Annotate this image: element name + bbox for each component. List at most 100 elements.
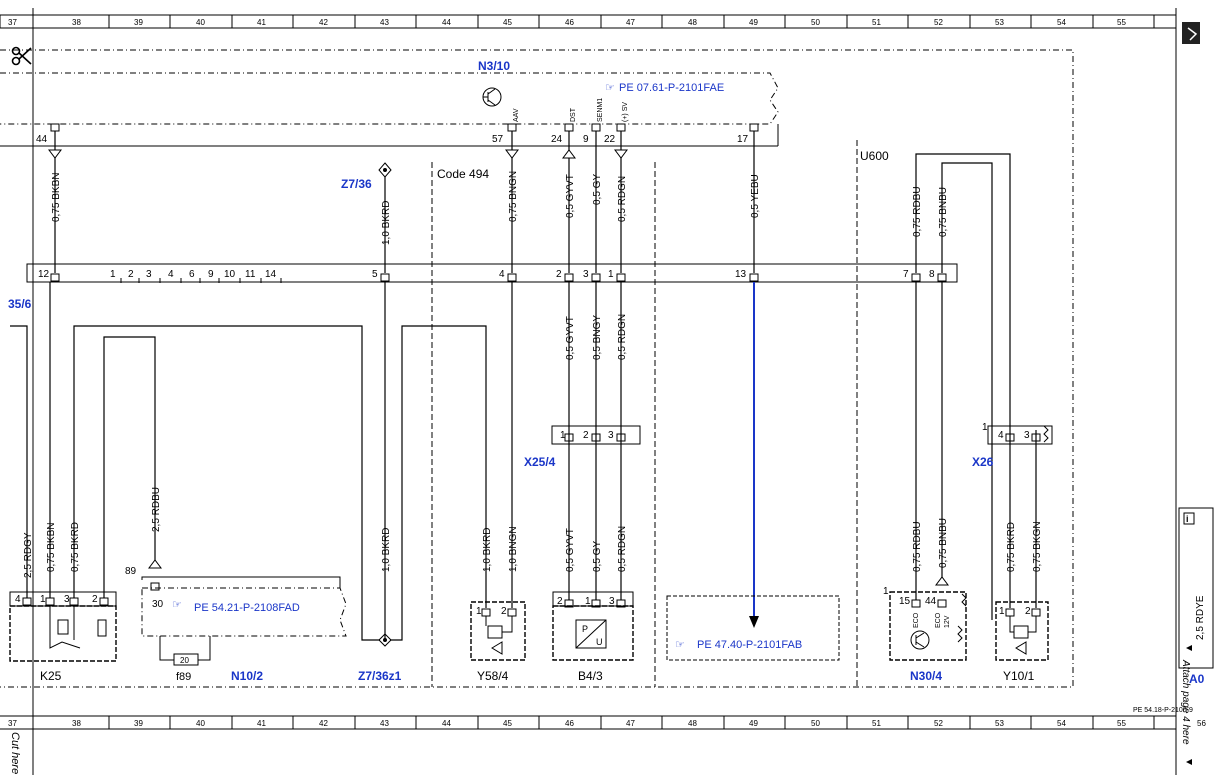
wire-0-5-yebu: 0,5 YEBU	[750, 174, 761, 218]
grid-col-46-bottom: 46	[565, 719, 574, 728]
n3-10-reference[interactable]: PE 07.61-P-2101FAE	[619, 82, 724, 94]
wire-lower-0-75-bkrd-y10: 0,75 BKRD	[1006, 522, 1017, 572]
grid-col-56-bottom: 56	[1197, 719, 1206, 728]
wire-lower-0-75-bkgn: 0,75 BKGN	[1032, 521, 1043, 572]
signal-dst: DST	[570, 107, 577, 122]
n30-4-label: N30/4	[910, 669, 942, 683]
hand-pointer-icon: ☞	[605, 82, 615, 94]
grid-col-51: 51	[872, 18, 881, 27]
grid-col-44-bottom: 44	[442, 719, 451, 728]
x25-4-pin-2: 2	[583, 430, 589, 441]
pin-17: 17	[737, 134, 749, 145]
k25-pin-1: 1	[40, 594, 46, 605]
grid-col-43-bottom: 43	[380, 719, 389, 728]
arrow-up-icon	[148, 559, 162, 569]
signal-aav: AAV	[513, 108, 520, 122]
n10-2-reference[interactable]: PE 54.21-P-2108FAD	[194, 602, 300, 614]
n3-10-label: N3/10	[478, 59, 510, 73]
spare-pin-1: 1	[110, 269, 116, 280]
mid-pin-2: 2	[556, 269, 562, 280]
mid-connector-bar: 12 5 4 2 3 1 13 7 8 1 2 3 4 6 9 10 11 14	[26, 263, 958, 283]
y10-1-pin-2: 2	[1025, 606, 1031, 617]
n30-4-signal-eco-2: ECO	[935, 612, 942, 628]
wire-lower-0-75-rdbu: 0,75 RDBU	[912, 521, 923, 572]
bottom-grid-ruler: 37 38 39 40 41 42 43 44 45 46 47 48 49 5…	[0, 707, 1206, 730]
grid-col-38: 38	[72, 18, 81, 27]
grid-col-49: 49	[749, 18, 758, 27]
grid-col-42: 42	[319, 18, 328, 27]
outer-module-frame	[0, 49, 1074, 688]
grid-col-55: 55	[1117, 18, 1126, 27]
spare-pin-3: 3	[146, 269, 152, 280]
wire-2-5-rdgy: 2,5 RDGY	[23, 532, 34, 578]
document-id: PE 54.18-P-2100-9	[1133, 707, 1193, 714]
mid-pin-8: 8	[929, 269, 935, 280]
grid-col-48: 48	[688, 18, 697, 27]
x26-pin-4: 4	[998, 430, 1004, 441]
n10-2-label: N10/2	[231, 669, 263, 683]
x26-pin-3: 3	[1024, 430, 1030, 441]
y58-4-valve: 1 2	[470, 601, 526, 661]
pin-57: 57	[492, 134, 504, 145]
mid-pin-5: 5	[372, 269, 378, 280]
x26-label: X26	[972, 455, 994, 469]
pe-47-40-box	[666, 595, 840, 661]
x25-4-pin-1: 1	[560, 430, 566, 441]
signal-senm1: SENM1	[597, 98, 604, 122]
pin-22: 22	[604, 134, 616, 145]
pe-47-40-reference[interactable]: PE 47.40-P-2101FAB	[697, 639, 802, 651]
grid-col-51-bottom: 51	[872, 719, 881, 728]
spare-pin-6: 6	[189, 269, 195, 280]
y10-1-label: Y10/1	[1003, 669, 1035, 683]
k25-pin-3: 3	[64, 594, 70, 605]
top-connector-pins	[50, 123, 759, 132]
code-494-label: Code 494	[437, 167, 489, 181]
mid-pin-1: 1	[608, 269, 614, 280]
partial-module-a0: A0	[1189, 672, 1205, 686]
mid-pin-12: 12	[38, 269, 50, 280]
f89-label: f89	[176, 671, 191, 683]
wire-lower-0-5-rdgn: 0,5 RDGN	[617, 526, 628, 572]
n30-4-signal-eco-1: ECO	[913, 612, 920, 628]
upper-wires	[54, 131, 1011, 620]
grid-col-52: 52	[934, 18, 943, 27]
grid-col-45-bottom: 45	[503, 719, 512, 728]
fuse-value: 20	[180, 656, 189, 665]
x25-4-label: X25/4	[524, 455, 556, 469]
y58-4-pin-1: 1	[476, 606, 482, 617]
pin-24: 24	[551, 134, 563, 145]
k25-label: K25	[40, 669, 62, 683]
grid-col-49-bottom: 49	[749, 719, 758, 728]
grid-col-50: 50	[811, 18, 820, 27]
z7-36-label: Z7/36	[341, 177, 372, 191]
x25-4-connector: 1 2 3	[551, 425, 641, 445]
k25-pin-4: 4	[15, 594, 21, 605]
grid-col-41: 41	[257, 18, 266, 27]
wire-0-75-bnbu: 0,75 BNBU	[938, 187, 949, 237]
b4-3-u-symbol: U	[596, 637, 603, 647]
grid-col-39-bottom: 39	[134, 719, 143, 728]
right-margin-strip: i 2,5 RDYE A0 Attach page 4 here	[1175, 8, 1214, 775]
upper-wire-arrows	[48, 149, 628, 159]
n30-4-module: 1 15 44 ECO ECO 12V	[883, 586, 967, 661]
splice-z7-36-icon	[378, 162, 392, 178]
b4-3-sensor: P U 2 1 3	[552, 591, 634, 661]
hand-pointer-icon-n10: ☞	[172, 599, 182, 611]
wire-lower-0-5-gy: 0,5 GY	[592, 541, 603, 572]
right-wire-label: 2,5 RDYE	[1195, 595, 1206, 640]
grid-col-43: 43	[380, 18, 389, 27]
grid-col-48-bottom: 48	[688, 719, 697, 728]
arrow-up-icon-n30	[935, 576, 949, 586]
grid-col-53-bottom: 53	[995, 719, 1004, 728]
mid-pin-4: 4	[499, 269, 505, 280]
b4-3-p-symbol: P	[582, 624, 588, 634]
attach-page-label: Attach page 4 here	[1180, 659, 1191, 745]
wire-0-75-bkbn: 0,75 BKBN	[51, 173, 62, 222]
grid-col-50-bottom: 50	[811, 719, 820, 728]
wire-0-5-gyvt: 0,5 GYVT	[565, 174, 576, 218]
top-grid-ruler: 37 38 39 40 41 42 43 44 45 46 47 48 49 5…	[0, 14, 1176, 29]
k25-relay: 4 1 3 2	[9, 591, 117, 662]
grid-col-55-bottom: 55	[1117, 719, 1126, 728]
wire-lower-1-0-bkrd-a: 1,0 BKRD	[381, 528, 392, 572]
